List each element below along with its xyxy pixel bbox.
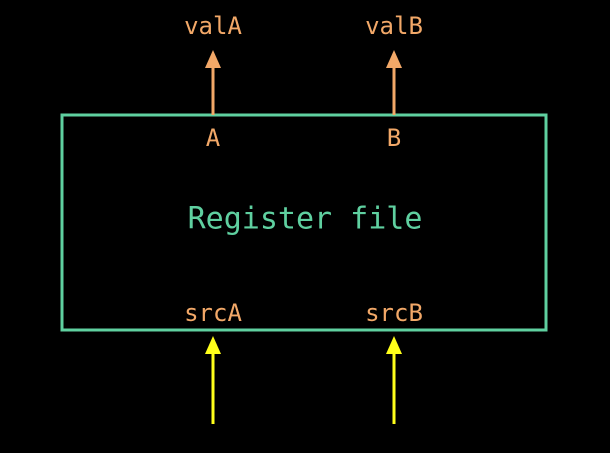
output-signal-vala: valA [184,12,242,40]
register-file-box [60,113,548,332]
output-arrowhead-a [205,50,221,68]
output-port-a: A [206,124,221,152]
input-signal-srcb: srcB [365,299,423,327]
output-port-b: B [387,124,401,152]
input-signal-srca: srcA [184,299,242,327]
output-arrowhead-b [386,50,402,68]
output-signal-valb: valB [365,12,423,40]
input-arrowhead-b [386,336,402,354]
register-file-title: Register file [188,202,423,237]
input-arrowhead-a [205,336,221,354]
